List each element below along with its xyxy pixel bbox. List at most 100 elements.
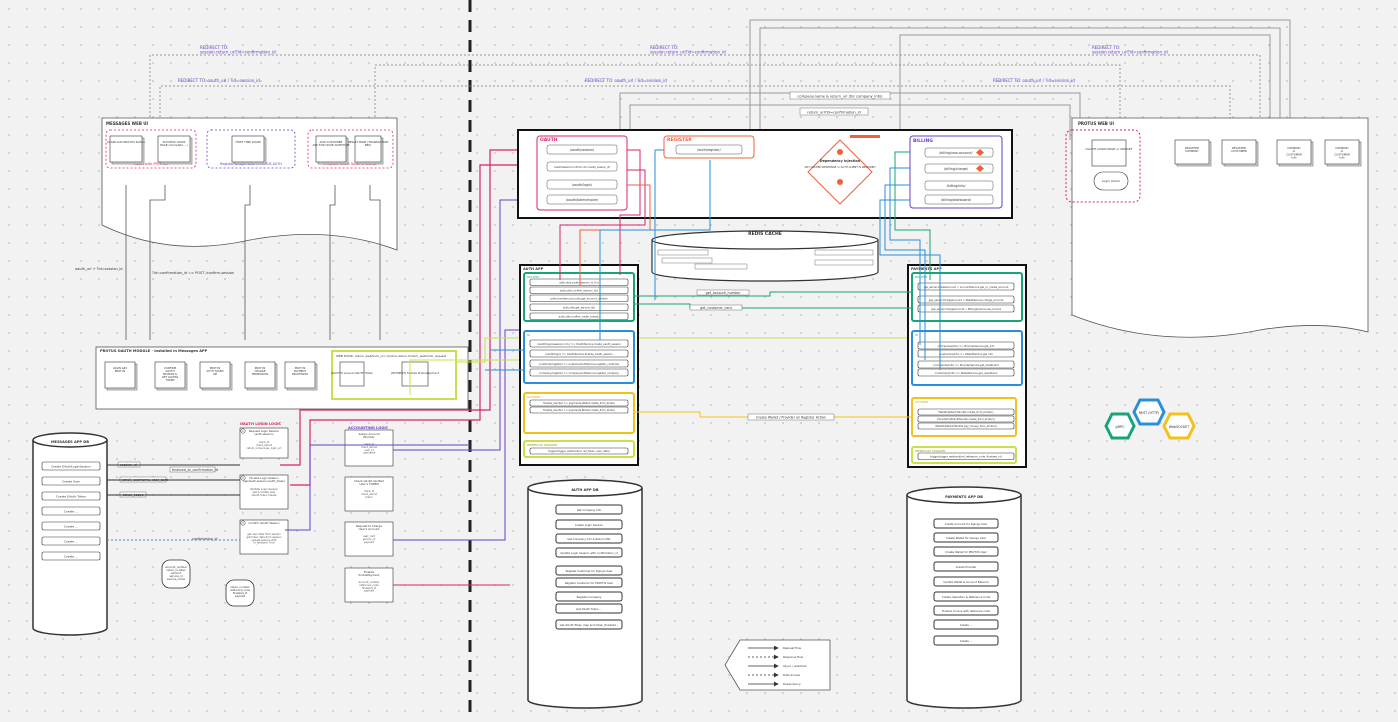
oauth-api-item-label: /oauth/login/ <box>572 183 593 187</box>
auth-db-row-label: Get Company Info & Return URL <box>567 537 611 541</box>
protus-ui-box <box>1324 139 1360 165</box>
auth-app-row <box>529 278 629 286</box>
auth-db-row-label: Update Login Session with confirmation_i… <box>560 551 617 555</box>
dependency-diamond <box>807 139 873 205</box>
auth-app-row <box>529 349 629 358</box>
payments-db-row-label: Create Operation & Reference Code <box>942 595 991 599</box>
legend-label: Async / webhook <box>783 664 807 668</box>
oauth-logic-title: OAUTH LOGIN LOGIC <box>240 422 282 426</box>
register-api-title: REGISTER <box>667 137 692 143</box>
oauth-url-label: oauth_url + ?id=session_id <box>75 267 123 271</box>
auth-app-row <box>529 368 629 377</box>
redirect-labels: REDIRECT TO:session.return_url?id=confir… <box>178 45 1168 83</box>
protus-oauth-page <box>1091 139 1127 167</box>
routing-lines <box>619 19 1291 140</box>
payments-db-row-label: Create Provider <box>956 565 978 569</box>
payments-db-row-label: Create Wallet for Django User <box>946 536 987 540</box>
group-login-protus-label: Login with PROTUS <box>134 162 168 166</box>
accounting-step <box>344 429 394 467</box>
auth-app-row-label: auth.utils.confirm_session_id() <box>560 288 598 292</box>
messages-db-row-label: Create ... <box>64 554 78 558</box>
accounting-step <box>344 476 394 512</box>
pm-box <box>199 361 231 389</box>
billing-api-title: BILLING <box>913 138 933 144</box>
register-item <box>675 144 743 155</box>
get-account-number-box <box>696 289 750 296</box>
oauth-logic-step-number <box>240 520 246 526</box>
auth-app-row <box>529 286 629 294</box>
auth-api-frame <box>517 129 1013 219</box>
auth-app-row <box>529 447 629 455</box>
protus-oauth-page-label: OAUTH LOGIN PAGE or WIDGET <box>1086 147 1133 151</box>
payments-ui-group <box>911 330 1023 386</box>
auth-db-row <box>555 565 623 576</box>
oauth-logic-step <box>239 519 289 555</box>
auth-app-row-label: trigger.trigger_webhook(id, ref_token, u… <box>548 449 609 453</box>
payments-db-row-label: Create ... <box>960 639 972 643</box>
dependency-title: Dependency Injection <box>820 159 861 163</box>
payments-app-row <box>917 349 1015 358</box>
payments-ui-title: UI <box>915 333 918 337</box>
auth-webhook-title: WEBHOOK TRIGGER <box>527 443 557 447</box>
confirmation-id-label: confirmation_id <box>192 537 218 541</box>
auth-webhook-group <box>523 440 635 458</box>
auth-app-row <box>529 339 629 348</box>
messages-web-ui-title: MESSAGES WEB UI <box>106 121 149 126</box>
hex-websocket <box>1162 412 1196 440</box>
auth-actions-group <box>523 392 635 434</box>
messages-db-title: MESSAGES APP DB <box>51 440 89 444</box>
payments-app-row <box>917 415 1015 423</box>
auth-app-row-label: proto.handlers.accounts.get_account_numb… <box>550 296 608 300</box>
oauth-api-group <box>536 135 628 211</box>
get-customer-card-label: get_customer_card <box>700 306 731 310</box>
auth-app-row <box>529 359 629 368</box>
auth-app-row <box>529 312 629 320</box>
oauth-redirect-right-label: REDIRECT TO: oauth_url / ?id=session_id <box>993 78 1075 83</box>
register-api-group <box>663 135 755 159</box>
billing-api-item-label: /billing/new-account/ <box>939 151 973 155</box>
payments-db-row <box>933 532 999 543</box>
webhook-payment-box <box>401 361 429 387</box>
auth-app-row-label: auth.utils.get_service_id() <box>563 305 595 309</box>
mwu-box <box>354 135 382 163</box>
auth-db-row-label: Register Customer for PROTUS User <box>565 581 614 585</box>
get-account-number-label: get_account_number <box>706 291 741 295</box>
payments-app-row-label: /companies/info/ => ProviderService.get_… <box>933 363 999 367</box>
auth-app-row <box>529 294 629 302</box>
payments-db-row <box>933 591 999 602</box>
oauth-redirect-left-label: REDIRECT TO: oauth_url / ?id=session_id <box>178 78 260 83</box>
messages-db-row <box>41 506 101 516</box>
protus-ui-box <box>1174 139 1210 165</box>
oauth-api-item-label: /oauth/session/ <box>570 148 595 152</box>
protus-web-ui-title: PROTUS WEB UI <box>1078 121 1114 126</box>
auth-db-row <box>555 619 623 630</box>
auth-app-row-label: auth.utils.confirm_oauth_token() <box>559 314 600 318</box>
payments-app-row-label: gsp_server.ChargeAccount > BillingServic… <box>931 307 1001 311</box>
auth-app-row-label: /oauth/login/session/<id>/ => OAuthServi… <box>537 342 621 346</box>
dependency-body: GET CACHED RESPONSE or AUTH CLIENT IS RE… <box>805 165 876 169</box>
messages-db-row <box>41 551 101 561</box>
mwu-box <box>109 135 143 163</box>
payments-db-row <box>933 518 999 529</box>
auth-db-row-label: Register Customer for Django User <box>566 569 614 573</box>
messages-ui-connectors <box>125 185 381 340</box>
payments-app-row <box>917 452 1015 460</box>
protus-ui-box <box>1221 139 1257 165</box>
payments-app-row <box>917 341 1015 350</box>
payments-app-row-label: WalletCallbackHandler.pay_money_from_bro… <box>935 424 996 428</box>
auth-ui-group <box>523 330 635 384</box>
